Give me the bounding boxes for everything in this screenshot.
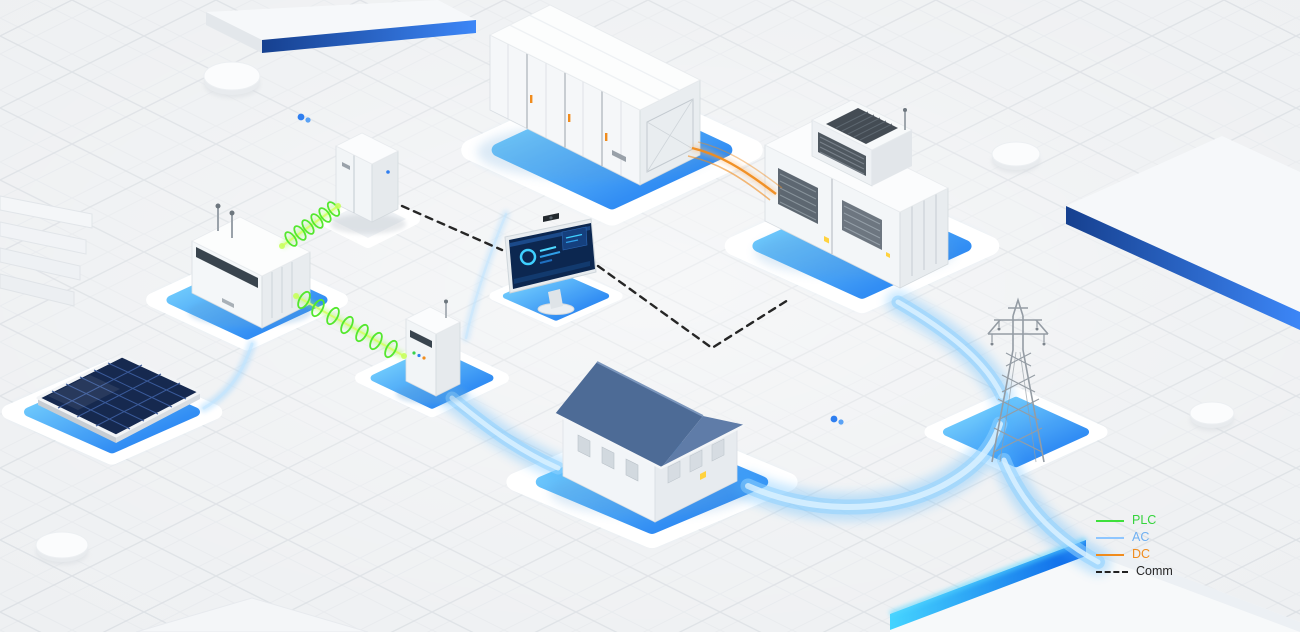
- window: [577, 434, 591, 458]
- ac-line-sample: [1096, 536, 1124, 539]
- cabinet-top: [335, 132, 399, 165]
- legend-label-ac: AC: [1132, 530, 1150, 545]
- indicator-led: [412, 351, 416, 355]
- legend-row-ac: AC: [1096, 529, 1196, 546]
- window: [601, 446, 615, 470]
- slab-top-left: [206, 0, 476, 53]
- plc-cabinet: [330, 132, 406, 234]
- disc-top-right: [991, 141, 1041, 173]
- window: [625, 458, 639, 482]
- hvac-top-grille: [826, 108, 898, 144]
- window: [689, 449, 703, 473]
- roof-hip-plane: [661, 416, 745, 468]
- dc-line-sample: [1096, 553, 1124, 556]
- comm-line-monitor-transformer: [596, 264, 790, 350]
- cabinet-side-face: [435, 321, 461, 397]
- transformer-station: [755, 99, 955, 289]
- slab-bottom-right: [888, 537, 1300, 632]
- dashboard-gauge: [519, 248, 537, 266]
- inverter-vent-band: [196, 247, 258, 288]
- dashboard-bottombar: [514, 261, 590, 284]
- blue-marker-left: [297, 113, 311, 123]
- disc-right: [1189, 401, 1235, 431]
- plc-coil-inverter-combiner: [293, 290, 407, 360]
- disc-bottom-left: [35, 531, 89, 565]
- inverter-top: [191, 216, 311, 277]
- container-door-handle: [530, 95, 533, 103]
- cabinet-top: [405, 306, 461, 335]
- cabinet-vent: [410, 330, 432, 348]
- roof-eave: [554, 412, 746, 470]
- monitor-stand: [548, 289, 563, 309]
- warning-label: [824, 236, 829, 244]
- dashboard-bar: [539, 251, 561, 258]
- roof-main-plane: [555, 362, 703, 468]
- combiner-cabinet: [396, 299, 468, 404]
- legend-row-plc: PLC: [1096, 512, 1196, 529]
- legend-row-dc: DC: [1096, 546, 1196, 563]
- monitoring-terminal: [504, 213, 597, 315]
- diagram-legend: PLC AC DC Comm: [1096, 512, 1196, 580]
- indicator-led: [386, 170, 390, 174]
- transformer-grille: [842, 200, 882, 250]
- window: [711, 438, 725, 462]
- cabinet-logo: [342, 162, 350, 170]
- slab-bottom-left: [135, 597, 369, 632]
- warning-label: [886, 252, 890, 258]
- indicator-led: [422, 356, 426, 360]
- stepped-structure-left: [0, 195, 93, 307]
- comm-line-sample: [1096, 570, 1128, 573]
- tower-insulators: [991, 320, 1045, 342]
- container-door-handle: [605, 133, 608, 141]
- plant-building: [550, 361, 750, 523]
- blue-marker-center: [830, 415, 844, 425]
- dashboard-bar: [539, 259, 553, 264]
- indicator-led: [417, 353, 421, 358]
- comm-lines: [400, 204, 790, 350]
- warning-label: [700, 471, 706, 480]
- plc-coil-cabinet-inverter: [279, 201, 341, 249]
- window: [667, 460, 681, 484]
- comm-line-cabinet-monitor: [400, 204, 504, 252]
- dc-lines: [687, 141, 783, 201]
- dashboard-panel: [561, 226, 588, 251]
- dashboard-bar: [539, 246, 557, 252]
- disc-top-left: [203, 61, 261, 98]
- legend-label-plc: PLC: [1132, 513, 1157, 528]
- transformer-grille: [778, 168, 818, 224]
- container-door-handle: [568, 114, 571, 122]
- tower-cross-arms: [988, 307, 1048, 335]
- battery-storage-container: [477, 4, 713, 186]
- legend-label-dc: DC: [1132, 547, 1151, 562]
- container-roof: [489, 4, 701, 111]
- legend-label-comm: Comm: [1136, 564, 1173, 579]
- transmission-tower: [987, 297, 1049, 463]
- hvac-unit-side: [872, 130, 912, 186]
- plc-line-sample: [1096, 519, 1124, 522]
- legend-row-comm: Comm: [1096, 563, 1196, 580]
- roof-ridge: [596, 361, 704, 417]
- solar-panel-array: [36, 354, 202, 443]
- container-logo: [612, 150, 626, 162]
- inverter-logo: [222, 298, 234, 308]
- hvac-grille: [818, 132, 866, 176]
- string-inverter: [188, 203, 312, 329]
- slab-top-right: [1066, 136, 1300, 330]
